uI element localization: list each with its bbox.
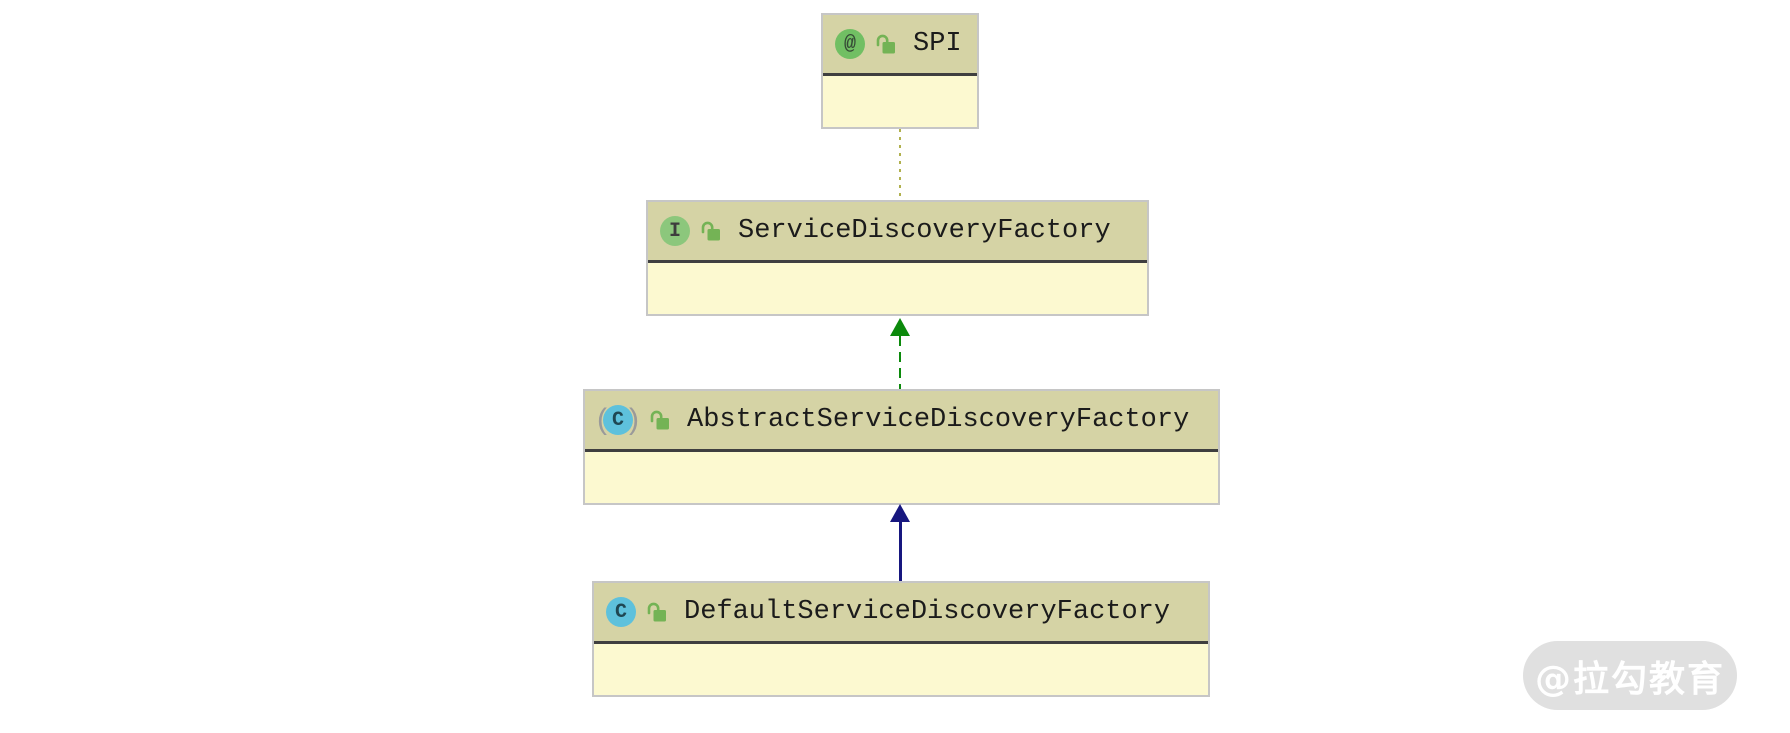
public-lock-icon [650,410,669,430]
node-body [594,644,1208,695]
class-node-servicediscoveryfactory[interactable]: I ServiceDiscoveryFactory [646,200,1149,316]
abstract-marker-right: ) [629,403,639,436]
watermark-text: @拉勾教育 [1534,658,1725,700]
abstract-marker-left: ( [597,403,607,436]
interface-icon: I [660,216,690,246]
node-header: @ SPI [823,15,977,76]
edge-annotation-link [899,129,901,200]
class-icon-glyph: C [614,600,627,624]
node-body [585,452,1218,503]
annotation-icon: @ [835,29,865,59]
node-body [648,263,1147,314]
public-lock-icon [647,602,666,622]
implements-arrowhead [890,318,910,336]
class-node-abstractservicediscoveryfactory[interactable]: ( C ) AbstractServiceDiscoveryFactory [583,389,1220,505]
class-node-defaultservicediscoveryfactory[interactable]: C DefaultServiceDiscoveryFactory [592,581,1210,697]
edge-extends [899,522,902,581]
node-title: SPI [913,29,962,59]
watermark-badge: @拉勾教育 [1523,641,1737,710]
class-node-spi[interactable]: @ SPI [821,13,979,129]
node-title: ServiceDiscoveryFactory [738,216,1111,246]
extends-arrowhead [890,504,910,522]
abstract-class-icon: ( C ) [597,405,639,435]
public-lock-icon [701,221,720,241]
node-header: C DefaultServiceDiscoveryFactory [594,583,1208,644]
node-title: DefaultServiceDiscoveryFactory [684,597,1171,627]
node-body [823,76,977,127]
class-icon-glyph: C [611,408,624,432]
node-header: ( C ) AbstractServiceDiscoveryFactory [585,391,1218,452]
node-title: AbstractServiceDiscoveryFactory [687,405,1190,435]
node-header: I ServiceDiscoveryFactory [648,202,1147,263]
class-icon: C [603,405,633,435]
interface-icon-glyph: I [668,219,681,243]
public-lock-icon [876,34,895,54]
annotation-icon-glyph: @ [843,32,856,56]
edge-implements [899,336,901,389]
class-icon: C [606,597,636,627]
